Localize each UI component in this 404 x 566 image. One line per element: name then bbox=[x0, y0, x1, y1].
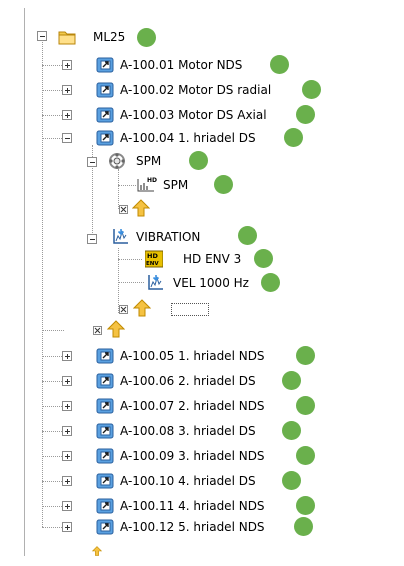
status-dot bbox=[238, 226, 257, 245]
status-dot bbox=[296, 496, 315, 515]
hd-spectrum-icon bbox=[136, 175, 158, 193]
status-dot bbox=[302, 80, 321, 99]
tree-connector bbox=[42, 356, 64, 357]
tree-connector bbox=[118, 259, 142, 260]
status-dot bbox=[296, 446, 315, 465]
tree-connector bbox=[42, 527, 64, 528]
status-dot bbox=[296, 346, 315, 365]
status-dot bbox=[294, 517, 313, 536]
tree-connector bbox=[118, 282, 144, 283]
tree-connector bbox=[42, 138, 64, 139]
tree-connector bbox=[118, 248, 119, 313]
tree-connector bbox=[42, 40, 43, 527]
tree-connector bbox=[42, 481, 64, 482]
tree-connector bbox=[42, 65, 64, 66]
tree-connector bbox=[42, 381, 64, 382]
tree-connector bbox=[118, 169, 119, 209]
point-link-icon bbox=[96, 56, 114, 74]
point-link-icon bbox=[96, 81, 114, 99]
tree-connector bbox=[42, 506, 64, 507]
node-label: ML25 bbox=[93, 30, 126, 44]
hd-env-icon bbox=[145, 250, 163, 268]
node-label: A-100.11 4. hriadel NDS bbox=[120, 499, 265, 513]
tree-connector bbox=[42, 406, 64, 407]
node-label: A-100.07 2. hriadel NDS bbox=[120, 399, 265, 413]
folder-icon bbox=[58, 28, 76, 46]
point-link-icon bbox=[96, 447, 114, 465]
gear-icon bbox=[108, 152, 126, 170]
node-label: A-100.03 Motor DS Axial bbox=[120, 108, 267, 122]
node-label: A-100.09 3. hriadel NDS bbox=[120, 449, 265, 463]
measurement-icon bbox=[147, 273, 165, 291]
status-dot bbox=[261, 273, 280, 292]
close-box-icon[interactable] bbox=[119, 205, 128, 214]
point-link-icon bbox=[96, 129, 114, 147]
node-label: A-100.01 Motor NDS bbox=[120, 58, 243, 72]
status-dot bbox=[214, 175, 233, 194]
point-link-icon bbox=[96, 106, 114, 124]
status-dot bbox=[296, 105, 315, 124]
status-dot bbox=[282, 371, 301, 390]
collapse-toggle[interactable] bbox=[37, 31, 47, 41]
status-dot bbox=[254, 249, 273, 268]
up-arrow-icon bbox=[107, 320, 125, 338]
tree-connector bbox=[42, 90, 64, 91]
collapse-toggle[interactable] bbox=[87, 157, 97, 167]
node-label: A-100.12 5. hriadel NDS bbox=[120, 520, 265, 534]
node-label: VIBRATION bbox=[136, 230, 201, 244]
node-label: A-100.05 1. hriadel NDS bbox=[120, 349, 265, 363]
node-label: HD ENV 3 bbox=[183, 252, 242, 266]
point-link-icon bbox=[96, 422, 114, 440]
status-dot bbox=[189, 151, 208, 170]
point-link-icon bbox=[96, 372, 114, 390]
tree-connector bbox=[118, 185, 136, 186]
node-label: A-100.08 3. hriadel DS bbox=[120, 424, 256, 438]
status-dot bbox=[284, 128, 303, 147]
node-label: VEL 1000 Hz bbox=[173, 276, 249, 290]
point-link-icon bbox=[96, 397, 114, 415]
up-arrow-icon bbox=[88, 546, 106, 556]
node-label: A-100.04 1. hriadel DS bbox=[120, 131, 256, 145]
tree-connector bbox=[42, 456, 64, 457]
tree-connector bbox=[42, 330, 64, 331]
close-box-icon[interactable] bbox=[93, 326, 102, 335]
expand-toggle[interactable] bbox=[62, 401, 72, 411]
panel-border bbox=[24, 8, 25, 556]
point-link-icon bbox=[96, 472, 114, 490]
expand-toggle[interactable] bbox=[62, 376, 72, 386]
status-dot bbox=[282, 421, 301, 440]
expand-toggle[interactable] bbox=[62, 85, 72, 95]
node-label: A-100.02 Motor DS radial bbox=[120, 83, 272, 97]
node-label: A-100.10 4. hriadel DS bbox=[120, 474, 256, 488]
expand-toggle[interactable] bbox=[62, 501, 72, 511]
up-arrow-icon bbox=[132, 199, 150, 217]
chart-icon bbox=[112, 227, 130, 245]
status-dot bbox=[282, 471, 301, 490]
up-arrow-icon bbox=[133, 299, 151, 317]
tree-connector bbox=[92, 145, 93, 239]
status-dot bbox=[296, 396, 315, 415]
status-dot bbox=[270, 55, 289, 74]
node-label: SPM bbox=[136, 154, 162, 168]
node-label: A-100.06 2. hriadel DS bbox=[120, 374, 256, 388]
close-box-icon[interactable] bbox=[119, 305, 128, 314]
collapse-toggle[interactable] bbox=[87, 234, 97, 244]
point-link-icon bbox=[96, 347, 114, 365]
new-item-placeholder[interactable] bbox=[171, 303, 209, 316]
status-dot bbox=[137, 28, 156, 47]
expand-toggle[interactable] bbox=[62, 522, 72, 532]
collapse-toggle[interactable] bbox=[62, 133, 72, 143]
expand-toggle[interactable] bbox=[62, 426, 72, 436]
tree-connector bbox=[42, 431, 64, 432]
expand-toggle[interactable] bbox=[62, 476, 72, 486]
expand-toggle[interactable] bbox=[62, 60, 72, 70]
expand-toggle[interactable] bbox=[62, 110, 72, 120]
node-label: SPM bbox=[163, 178, 189, 192]
expand-toggle[interactable] bbox=[62, 451, 72, 461]
tree-connector bbox=[42, 115, 64, 116]
point-link-icon bbox=[96, 497, 114, 515]
point-link-icon bbox=[96, 518, 114, 536]
expand-toggle[interactable] bbox=[62, 351, 72, 361]
